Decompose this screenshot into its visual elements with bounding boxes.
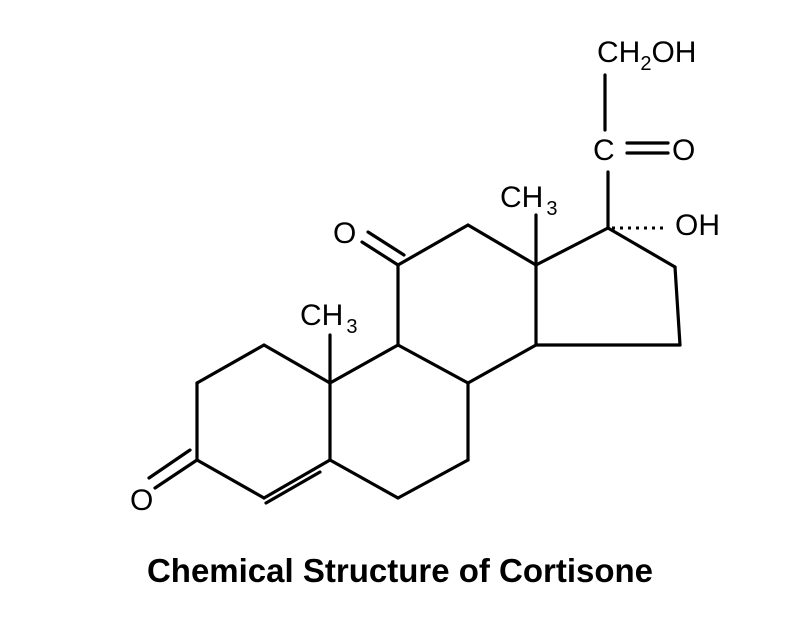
ketone-c3-oxygen-label: O	[130, 484, 153, 517]
bond	[396, 343, 470, 385]
bond	[534, 226, 610, 267]
ch2oh-label: CH2OH	[597, 36, 696, 75]
c11-ketone-bond-2	[366, 230, 406, 257]
bond	[262, 343, 332, 385]
bond	[466, 223, 538, 267]
hydroxyl-label: OH	[675, 209, 720, 242]
substituent-bonds	[147, 73, 670, 490]
bond	[195, 458, 266, 500]
bond	[262, 458, 332, 500]
bond	[328, 458, 400, 500]
c3-ketone-bond-2	[147, 448, 192, 480]
bond	[328, 343, 400, 385]
ketone-c11-oxygen-label: O	[333, 217, 356, 250]
bond	[396, 223, 470, 267]
carbonyl-carbon-label: C	[593, 134, 615, 167]
ring-c	[396, 223, 538, 385]
bond	[396, 458, 470, 500]
c11-ketone-bond	[360, 240, 400, 267]
double-bond-line	[264, 470, 322, 505]
bond	[673, 265, 682, 347]
bond	[466, 343, 538, 385]
ring-a	[195, 343, 332, 505]
ring-d	[534, 226, 682, 347]
c3-ketone-bond	[153, 458, 199, 490]
ring-b	[328, 343, 470, 500]
bond	[195, 343, 266, 385]
carbonyl-oxygen-label: O	[672, 134, 695, 167]
diagram-caption: Chemical Structure of Cortisone	[146, 552, 654, 589]
bond	[606, 226, 677, 269]
